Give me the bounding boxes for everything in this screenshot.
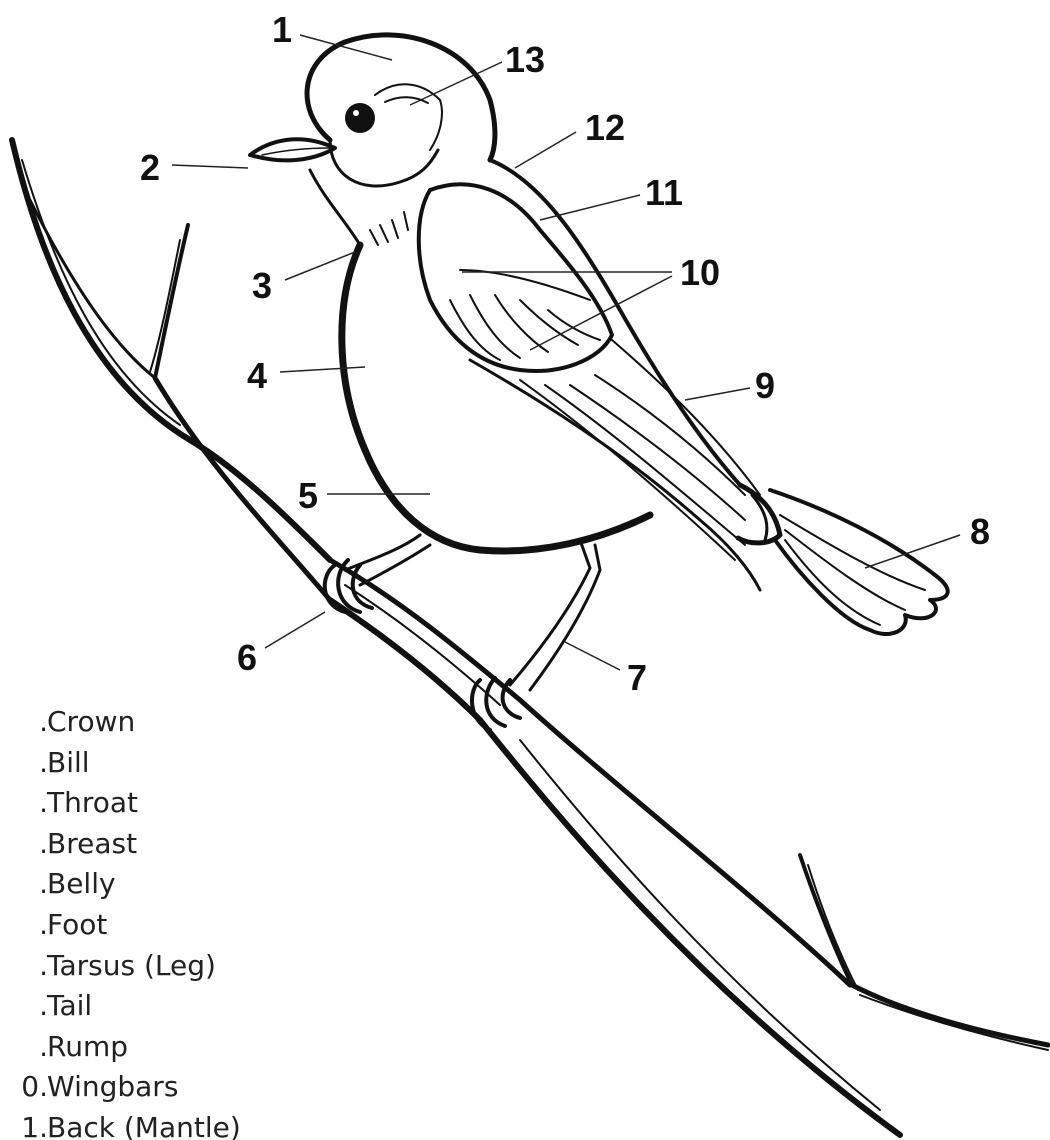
legend-item: . Tail <box>0 986 320 1027</box>
legend-name: Tail <box>47 986 92 1027</box>
label-1: 1 <box>272 9 292 50</box>
legend-name: Throat <box>47 783 138 824</box>
parts-legend: . Crown . Bill . Throat . Breast . Belly… <box>0 702 320 1140</box>
label-11: 11 <box>645 172 683 213</box>
legend-name: Back (Mantle) <box>47 1108 241 1140</box>
legend-name: Rump <box>47 1027 128 1068</box>
legend-item: 0. Wingbars <box>0 1067 320 1108</box>
label-5: 5 <box>298 475 318 516</box>
label-12: 12 <box>585 107 625 148</box>
label-8: 8 <box>970 511 990 552</box>
label-7: 7 <box>627 657 647 698</box>
legend-item: . Breast <box>0 824 320 865</box>
legend-name: Foot <box>47 905 107 946</box>
legend-item: 1. Back (Mantle) <box>0 1108 320 1140</box>
legend-name: Wingbars <box>47 1067 178 1108</box>
legend-name: Belly <box>47 864 116 905</box>
legend-name: Crown <box>47 702 135 743</box>
legend-name: Tarsus (Leg) <box>47 946 216 987</box>
legend-item: . Foot <box>0 905 320 946</box>
label-2: 2 <box>140 147 160 188</box>
label-3: 3 <box>252 265 272 306</box>
legend-item: . Throat <box>0 783 320 824</box>
legend-item: . Crown <box>0 702 320 743</box>
legend-number: 1. <box>21 1108 48 1140</box>
legend-item: . Tarsus (Leg) <box>0 946 320 987</box>
legend-number: 0. <box>21 1067 48 1108</box>
label-6: 6 <box>237 637 257 678</box>
eye <box>345 103 375 133</box>
label-9: 9 <box>755 365 775 406</box>
legend-name: Bill <box>47 743 90 784</box>
leader-lines <box>172 35 960 670</box>
tail <box>770 490 948 634</box>
label-13: 13 <box>505 39 545 80</box>
label-10: 10 <box>680 252 720 293</box>
legend-item: . Rump <box>0 1027 320 1068</box>
label-4: 4 <box>247 355 267 396</box>
legend-item: . Bill <box>0 743 320 784</box>
legend-item: . Belly <box>0 864 320 905</box>
legend-name: Breast <box>47 824 137 865</box>
number-labels: 1 2 3 4 5 6 7 8 9 10 11 12 13 <box>140 9 990 698</box>
